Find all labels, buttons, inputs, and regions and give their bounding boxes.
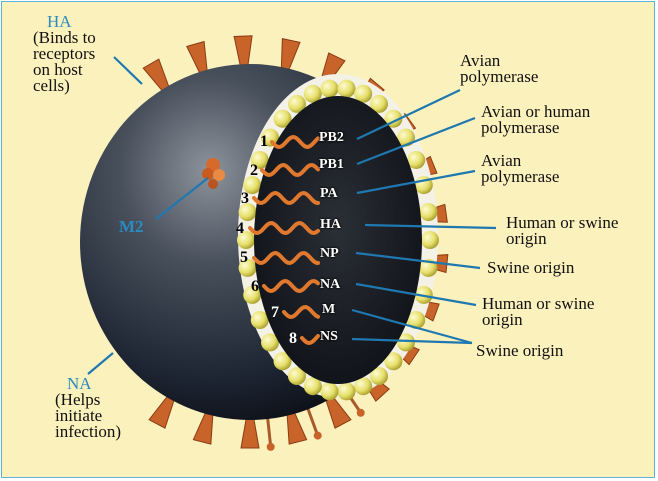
na-head	[357, 409, 365, 417]
segment-name-na: NA	[320, 277, 340, 293]
segment-name-ha: HA	[320, 217, 341, 233]
membrane-bead	[337, 382, 355, 400]
segment-number-8: 8	[289, 330, 297, 348]
segment-number-3: 3	[241, 190, 249, 208]
segment-number-6: 6	[251, 278, 259, 296]
origin-ha: Human or swine origin	[506, 215, 618, 247]
membrane-bead	[419, 203, 437, 221]
segment-number-7: 7	[271, 304, 279, 322]
na-stalk	[307, 406, 317, 434]
m2-label: M2	[119, 219, 144, 235]
membrane-bead	[421, 231, 439, 249]
membrane-bead	[321, 80, 339, 98]
segment-name-pb2: PB2	[319, 130, 344, 146]
origin-ns: Swine origin	[476, 343, 563, 359]
segment-name-ns: NS	[320, 329, 338, 345]
origin-na: Human or swine origin	[482, 296, 594, 328]
origin-pa: Avian polymerase	[481, 153, 559, 185]
na-description: (Helps initiate infection)	[55, 392, 121, 440]
na-head	[314, 432, 322, 440]
segment-number-1: 1	[260, 133, 268, 151]
leader-ha	[114, 57, 142, 84]
origin-np: Swine origin	[487, 260, 574, 276]
na-head	[267, 443, 275, 451]
segment-name-pb1: PB1	[319, 157, 344, 173]
origin-pb2: Avian polymerase	[460, 53, 538, 85]
origin-pb1: Avian or human polymerase	[481, 104, 590, 136]
leader-na	[88, 353, 113, 374]
na-stalk	[267, 415, 270, 445]
segment-name-pa: PA	[320, 186, 338, 202]
membrane-bead	[321, 382, 339, 400]
segment-number-4: 4	[236, 220, 244, 238]
segment-name-m: M	[322, 302, 335, 318]
membrane-bead	[337, 80, 355, 98]
segment-number-2: 2	[250, 162, 258, 180]
segment-number-5: 5	[240, 249, 248, 267]
ha-description: (Binds to receptors on host cells)	[33, 30, 96, 94]
segment-name-np: NP	[320, 246, 339, 262]
